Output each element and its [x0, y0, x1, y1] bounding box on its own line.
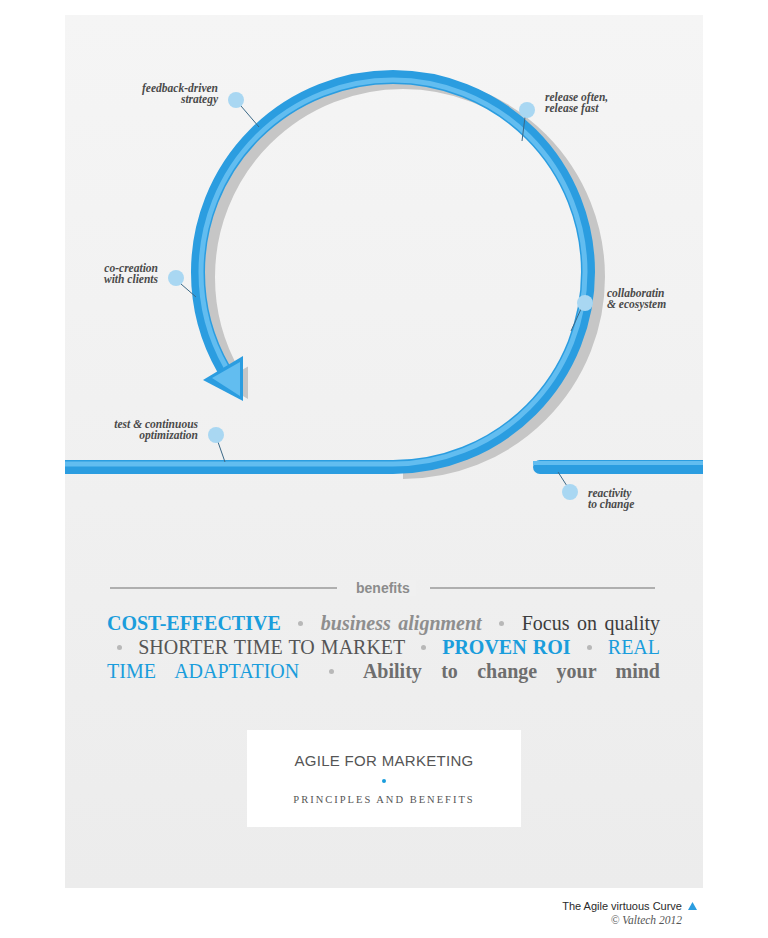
benefit-item: COST-EFFECTIVE — [107, 612, 281, 634]
leader-line — [241, 106, 259, 127]
callout-label: reactivity to change — [588, 488, 640, 510]
curve-highlight — [65, 80, 585, 464]
leader-lines — [181, 106, 581, 486]
leader-line — [522, 117, 525, 141]
callout-label: test & continuous optimization — [103, 419, 198, 441]
callout-dots — [168, 92, 593, 500]
curve-arrowhead-highlight — [212, 362, 240, 396]
callout-label: collaboratin & ecosystem — [607, 288, 675, 310]
benefit-item: Ability to change your mind — [363, 660, 660, 682]
box-subtitle: PRINCIPLES AND BENEFITS — [293, 793, 474, 806]
benefits-list: COST-EFFECTIVE business alignment Focus … — [107, 611, 660, 683]
separator-dot — [298, 621, 303, 626]
benefit-item: PROVEN ROI — [442, 636, 570, 658]
callout-dot — [208, 427, 224, 443]
benefit-item: SHORTER TIME TO MARKET — [138, 636, 405, 658]
right-band-highlight — [533, 461, 703, 465]
separator-dot — [117, 645, 122, 650]
rule-line — [430, 587, 655, 589]
curve-band — [65, 77, 588, 467]
separator-dot — [587, 645, 592, 650]
separator-dot — [421, 645, 426, 650]
box-title: AGILE FOR MARKETING — [294, 752, 473, 770]
benefit-item: Focus on quality — [522, 612, 660, 634]
curve-arrowhead — [203, 356, 243, 401]
separator-dot — [499, 621, 504, 626]
callout-dot — [562, 484, 578, 500]
leader-line — [558, 472, 567, 486]
callout-dot — [228, 92, 244, 108]
callout-dot — [168, 270, 184, 286]
callout-label: release often, release fast — [545, 92, 620, 114]
benefit-item: business alignment — [321, 612, 482, 634]
copyright-note: © Valtech 2012 — [611, 914, 682, 927]
leader-line — [218, 442, 225, 462]
accent-dot — [382, 779, 386, 783]
callout-label: feedback-driven strategy — [128, 83, 218, 105]
caption: The Agile virtuous Curve — [562, 900, 682, 913]
caption-triangle — [688, 902, 697, 910]
title-box: AGILE FOR MARKETING PRINCIPLES AND BENEFI… — [247, 730, 521, 827]
rule-line — [110, 587, 337, 589]
callout-label: co-creation with clients — [96, 263, 158, 285]
separator-dot — [329, 669, 334, 674]
section-heading: benefits — [350, 580, 416, 596]
callout-dot — [519, 102, 535, 118]
leader-line — [181, 284, 196, 297]
callout-dot — [577, 295, 593, 311]
leader-line — [571, 309, 581, 331]
